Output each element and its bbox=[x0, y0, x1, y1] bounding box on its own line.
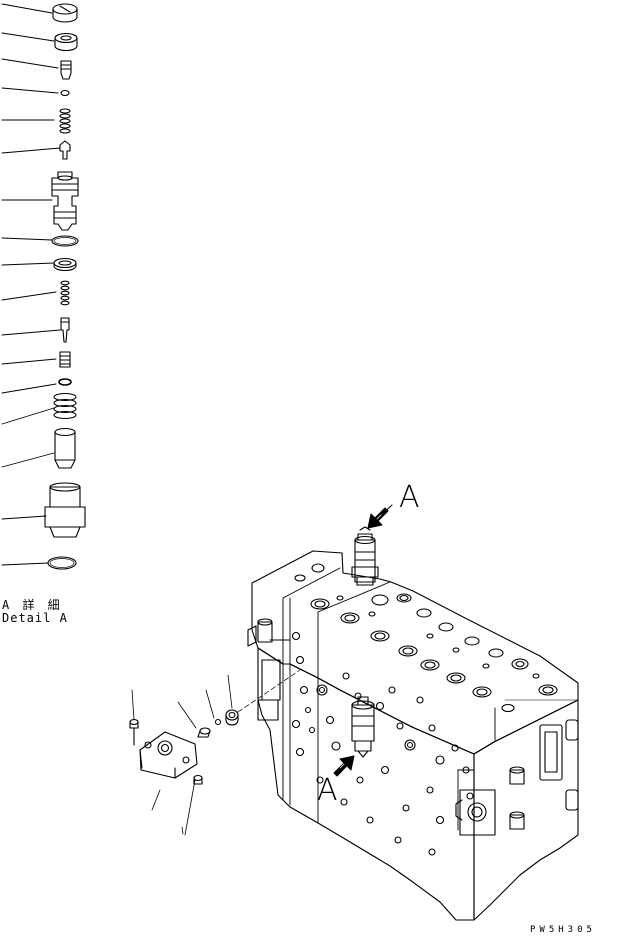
sleeve-part bbox=[59, 351, 71, 368]
backup-ring-part bbox=[53, 257, 77, 272]
view-a-arrow-top bbox=[367, 504, 393, 529]
assembly-centerline bbox=[237, 669, 301, 713]
section-dividers bbox=[282, 567, 579, 831]
spring-part-3 bbox=[53, 392, 77, 420]
spring-part-2 bbox=[60, 280, 70, 306]
drawing-code: PW5H305 bbox=[530, 925, 596, 935]
o-ring-large-1 bbox=[51, 235, 79, 247]
top-face-ports bbox=[294, 563, 558, 713]
view-a-label-bottom: A bbox=[317, 773, 338, 808]
plug-part bbox=[197, 727, 211, 738]
poppet-part-1 bbox=[59, 140, 71, 160]
side-relief-valve bbox=[351, 696, 375, 758]
left-side-bracket bbox=[247, 618, 291, 721]
spring-part-1 bbox=[59, 108, 71, 134]
detail-a-title-japanese: A 詳 細 bbox=[2, 598, 63, 612]
piston-part bbox=[54, 427, 76, 469]
housing-part bbox=[44, 482, 86, 538]
orifice-part bbox=[225, 709, 239, 726]
o-ring-small bbox=[60, 89, 70, 97]
view-a-label-top: A bbox=[399, 480, 420, 515]
bolt-left bbox=[129, 718, 139, 746]
adjust-screw-part bbox=[60, 60, 72, 80]
block-front-face bbox=[257, 647, 475, 921]
detail-a-parts bbox=[1, 3, 86, 570]
bolt-right bbox=[193, 774, 203, 785]
o-ring-large-2 bbox=[47, 556, 77, 570]
side-cover-leaders bbox=[131, 674, 233, 836]
side-cover-parts bbox=[129, 669, 301, 836]
detail-a-title-english: Detail A bbox=[2, 611, 68, 625]
poppet-part-2 bbox=[60, 317, 70, 343]
front-face-bores bbox=[291, 631, 474, 856]
end-cover-hardware bbox=[455, 719, 579, 836]
block-right-face bbox=[473, 699, 579, 921]
valve-body-part bbox=[51, 171, 79, 231]
leader-lines bbox=[1, 3, 61, 566]
lock-nut-part bbox=[54, 32, 78, 52]
cap-part bbox=[52, 3, 78, 23]
ball-part bbox=[214, 718, 222, 726]
snap-ring-part bbox=[58, 378, 72, 386]
control-valve-block bbox=[247, 526, 579, 921]
view-a-arrow-bottom bbox=[333, 755, 355, 777]
top-relief-valve bbox=[351, 526, 379, 586]
cover-flange bbox=[139, 731, 198, 779]
